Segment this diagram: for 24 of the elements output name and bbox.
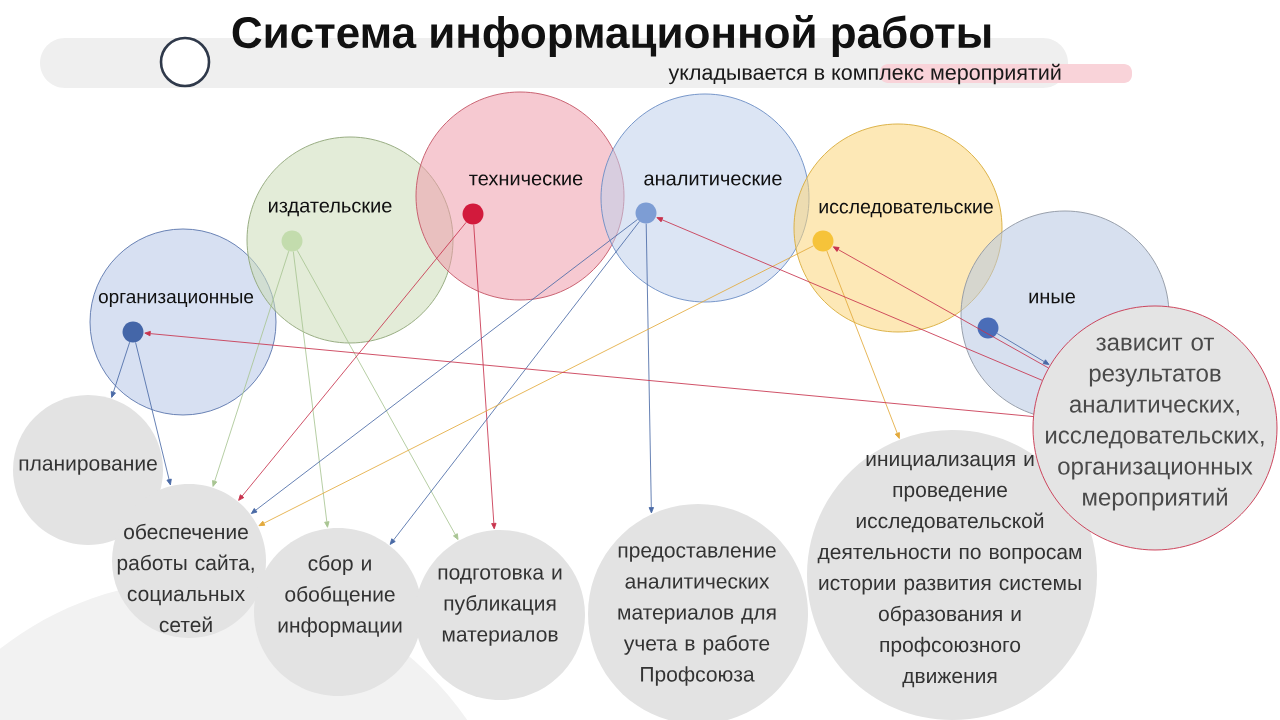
arrow <box>238 221 467 501</box>
arrow <box>473 224 497 530</box>
arrow <box>645 223 654 514</box>
dot <box>635 202 657 224</box>
subtitle: укладывается в комплекс мероприятий <box>668 63 1132 85</box>
arrow <box>832 246 1049 369</box>
dot <box>977 317 999 339</box>
arrow <box>296 249 459 540</box>
arrow <box>656 217 1043 381</box>
arrow <box>144 330 1034 417</box>
arrow <box>250 219 638 514</box>
arrow <box>135 341 172 486</box>
title: Система информационной работы <box>232 15 991 57</box>
dot <box>281 230 303 252</box>
arrow <box>258 245 814 527</box>
arrow <box>996 333 1050 365</box>
arrow <box>292 251 330 528</box>
arrow <box>212 250 290 487</box>
arrow <box>389 221 640 545</box>
dot <box>812 230 834 252</box>
dot <box>122 321 144 343</box>
arrow <box>110 341 131 398</box>
dot <box>462 203 484 225</box>
arrow <box>826 250 900 439</box>
